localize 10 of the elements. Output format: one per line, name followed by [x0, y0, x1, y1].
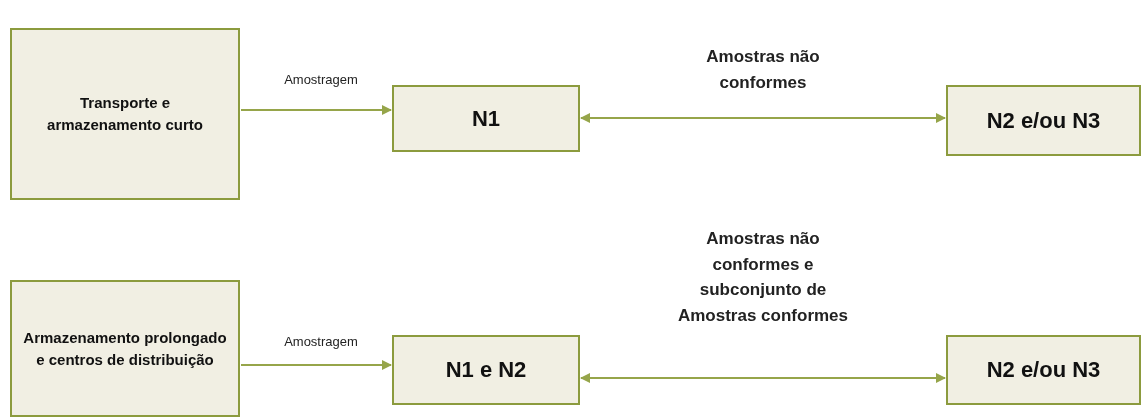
process-box: Armazenamento prolongado e centros de distribuição: [10, 280, 240, 417]
process-box: Transporte e armazenamento curto: [10, 28, 240, 200]
process-box: N1 e N2: [392, 335, 580, 405]
arrow: [240, 105, 392, 115]
double-arrow: [580, 373, 946, 383]
process-box: N1: [392, 85, 580, 152]
arrow: [240, 360, 392, 370]
double-arrow: [580, 113, 946, 123]
process-box: N2 e/ou N3: [946, 335, 1141, 405]
process-box: N2 e/ou N3: [946, 85, 1141, 156]
